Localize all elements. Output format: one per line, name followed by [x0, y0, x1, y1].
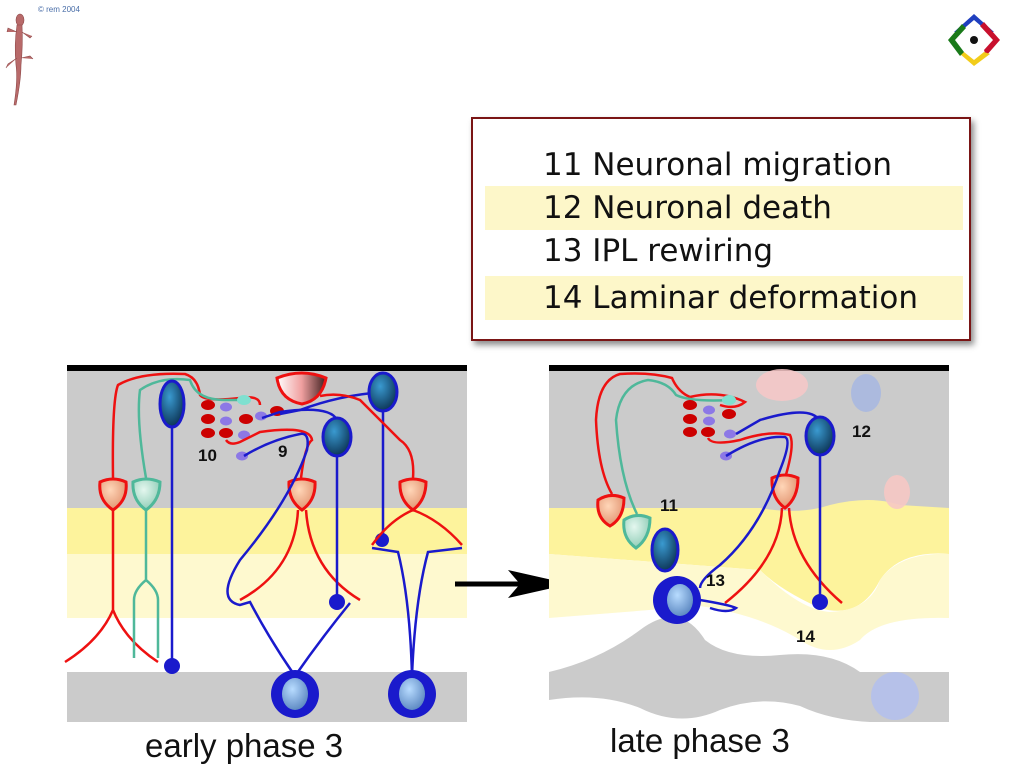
- legend-item-neuronal-death: 12 Neuronal death: [485, 186, 963, 230]
- legend-item-laminar-deformation: 14 Laminar deformation: [485, 276, 963, 320]
- label-9: 9: [278, 442, 287, 461]
- legend-item-ipl-rewiring: 13 IPL rewiring: [543, 233, 774, 269]
- early-panel: 10 9: [64, 365, 467, 722]
- late-dying-ganglion-cell: [871, 672, 919, 720]
- late-red-axon-mid: [706, 432, 793, 479]
- early-top-bar: [67, 365, 467, 371]
- early-teal-axon: [137, 377, 240, 479]
- late-migrating-blue-cell: [650, 527, 680, 573]
- early-blue-cell-mid: [321, 416, 353, 458]
- label-12: 12: [852, 422, 871, 441]
- early-red-dendrite-right: [370, 508, 463, 546]
- copyright-text: © rem 2004: [38, 5, 80, 14]
- early-red-dendrite-mid: [239, 509, 361, 602]
- legend-item-neuronal-migration: 11 Neuronal migration: [543, 147, 892, 183]
- early-blue-terminal-left: [164, 658, 180, 674]
- late-layer-gray-bottom: [549, 617, 949, 722]
- late-top-bar: [549, 365, 949, 371]
- late-phase-caption: late phase 3: [610, 722, 790, 759]
- early-blue-cell-right: [367, 371, 399, 413]
- early-teal-dendrite: [132, 510, 160, 658]
- early-layer-yellow: [67, 508, 467, 554]
- late-red-cell-left: [596, 493, 626, 528]
- early-blue-terminal-mid: [329, 594, 345, 610]
- early-red-cell-mid: [287, 477, 317, 512]
- early-ganglion-cell-right: [388, 670, 436, 718]
- late-teal-axon: [614, 378, 731, 515]
- early-blue-cell-left: [158, 379, 186, 429]
- early-phase-caption: early phase 3: [145, 727, 344, 764]
- late-dying-red-cell: [884, 475, 910, 509]
- late-teal-cell: [622, 513, 652, 550]
- late-ganglion-cell-displaced: [653, 576, 701, 624]
- early-red-cell-right: [398, 477, 428, 512]
- early-red-axon-right: [319, 393, 415, 479]
- early-red-dendrite-left: [64, 510, 159, 664]
- late-blue-cell-mid: [804, 415, 836, 457]
- late-red-cell-mid: [770, 473, 800, 510]
- early-synapse-cluster: [201, 395, 284, 461]
- arrow-icon: [455, 570, 570, 598]
- late-blue-terminal-mid: [812, 594, 828, 610]
- label-11: 11: [660, 496, 678, 515]
- early-ganglion-cell-left: [271, 670, 319, 718]
- late-panel: 11 12 13 14: [549, 365, 949, 722]
- early-horizontal-cell: [275, 371, 328, 406]
- late-red-dendrite-mid: [724, 507, 843, 604]
- label-10: 10: [198, 446, 217, 465]
- late-red-axon-left: [594, 372, 748, 495]
- early-teal-cell: [131, 477, 162, 512]
- gecko-icon: [5, 13, 34, 106]
- late-layer-gray-top: [549, 368, 949, 513]
- late-layer-light-yellow: [549, 553, 949, 650]
- label-13: 13: [706, 571, 725, 590]
- early-red-cell-left: [98, 477, 128, 512]
- logo-icon: [948, 14, 1000, 66]
- late-dying-horizontal-cell: [756, 369, 808, 401]
- legend-box: 11 Neuronal migration 12 Neuronal death …: [471, 117, 971, 341]
- late-dying-blue-cell: [851, 374, 881, 412]
- label-14: 14: [796, 627, 815, 646]
